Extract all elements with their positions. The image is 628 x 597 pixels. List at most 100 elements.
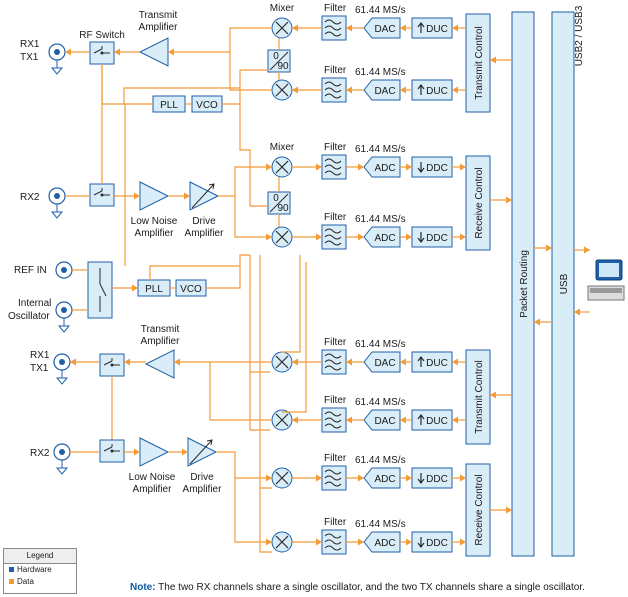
port-internal-osc-pin — [61, 307, 67, 313]
receive-control-1 — [465, 155, 491, 251]
row-rx1-i-mixer-label: Mixer — [270, 142, 295, 153]
port-ref-in-pin — [61, 267, 67, 273]
row-rx2-i-converter-label: ADC — [374, 474, 395, 485]
arrow-port3 — [70, 358, 76, 366]
drive-amplifier-2-arrow — [189, 439, 213, 465]
row-rx2-i-arrow-ctrl — [460, 474, 466, 482]
row-rx2-i-mixer-x — [275, 471, 289, 485]
arrow-txamp1 — [168, 48, 174, 56]
rf-switch-3-contact — [103, 358, 120, 366]
row-tx1-q-arrow-conv — [400, 86, 406, 94]
row-tx1-i-arrow-dsp — [452, 24, 458, 32]
usb-bus — [551, 11, 575, 557]
phase-shifter-tx1-diag — [269, 51, 289, 71]
phase-shifter-rx1-90: 90 — [277, 203, 289, 214]
row-tx1-q-arrow-dsp — [452, 86, 458, 94]
arrow-mix-rx2-q — [266, 538, 272, 546]
rf-switch-2-pivot — [100, 193, 104, 197]
arrow-mix-rx1-q — [266, 233, 272, 241]
wire-vco1-phase-rx — [239, 104, 268, 207]
row-tx2-q-rate-label: 61.44 MS/s — [355, 397, 406, 408]
wire-drive1-mix-i — [218, 166, 272, 197]
transmit-amp-label-1b: Amplifier — [139, 22, 179, 33]
data-swatch — [9, 579, 14, 585]
transmit-amplifier-2 — [144, 349, 175, 379]
wire-lo-tx2-q — [249, 372, 270, 431]
port-rx1-tx1-b-pin — [59, 359, 65, 365]
lna-label-1b: Amplifier — [135, 228, 175, 239]
legend-item-data: Data — [4, 576, 76, 588]
row-rx2-q-dsp-label: DDC — [426, 538, 448, 549]
row-tx1-i-mixer-x — [275, 21, 289, 35]
rx1-label-a: RX1 — [20, 39, 40, 50]
row-tx2-i-filter — [321, 349, 347, 375]
port-rx2-b-pin — [59, 449, 65, 455]
transmit-amp-label-2a: Transmit — [141, 324, 180, 335]
arrow-switch3 — [124, 358, 130, 366]
legend-data-label: Data — [17, 577, 34, 586]
arrow-pll2 — [132, 284, 138, 292]
wire-txamp1-mixer-i — [168, 27, 272, 53]
row-rx1-i-filter-label: Filter — [324, 142, 347, 153]
rx2-label-a: RX2 — [20, 192, 40, 203]
wire-lo-rx2-q — [259, 488, 272, 553]
transmit-amp-label-2b: Amplifier — [141, 336, 181, 347]
row-rx2-q-rate-label: 61.44 MS/s — [355, 519, 406, 530]
arrow-switch1 — [114, 48, 120, 56]
rf-switch-1-contact — [93, 46, 110, 54]
wire-lo-tx2-feed — [282, 255, 301, 353]
row-tx1-i-converter-label: DAC — [374, 24, 395, 35]
row-rx2-q-filter-label: Filter — [324, 517, 347, 528]
usb-pc-arrow-2 — [574, 308, 580, 316]
row-rx1-i-converter-label: ADC — [374, 163, 395, 174]
row-rx1-i-arrow-ctrl — [460, 163, 466, 171]
hardware-swatch — [9, 567, 14, 573]
row-tx1-i-filter-label: Filter — [324, 3, 347, 14]
drive-label-1b: Amplifier — [185, 228, 225, 239]
ctrl-bus-arrow-1 — [506, 196, 512, 204]
ref-in-label: REF IN — [14, 265, 47, 276]
row-tx2-i-filter-label: Filter — [324, 337, 347, 348]
row-rx1-q-arrow-dsp — [406, 233, 412, 241]
row-tx1-q-arrow-mix — [292, 86, 298, 94]
row-rx2-i-dsp-label: DDC — [426, 474, 448, 485]
row-tx2-q-arrow-dsp — [452, 416, 458, 424]
row-rx2-q-converter-label: ADC — [374, 538, 395, 549]
note: Note: The two RX channels share a single… — [130, 582, 585, 593]
ground-internal-osc — [57, 318, 71, 333]
row-rx1-q-arrow-ctrl — [460, 233, 466, 241]
row-rx1-q-rate-label: 61.44 MS/s — [355, 214, 406, 225]
row-tx2-i-filter-waves — [324, 353, 342, 371]
row-tx2-q-filter-waves — [324, 411, 342, 429]
wire-txamp2-mix-q — [209, 362, 272, 421]
row-rx2-i-arrow-dsp — [406, 474, 412, 482]
row-rx2-i-dsp-down-icon — [417, 473, 425, 484]
packet-routing-bus-label: Packet Routing — [519, 250, 530, 318]
arrow-mix-rx1-i — [266, 163, 272, 171]
receive-control-1-label: Receive Control — [474, 167, 485, 238]
row-tx2-q-converter-label: DAC — [374, 416, 395, 427]
row-rx1-i-filter-waves — [324, 158, 342, 176]
rx2-label-b: RX2 — [30, 448, 50, 459]
row-tx2-i-dsp-label: DUC — [426, 358, 448, 369]
rx1-label-b: RX1 — [30, 350, 50, 361]
row-rx2-i-arrow-conv — [358, 474, 364, 482]
row-tx2-q-dsp-up-icon — [417, 414, 425, 425]
drive-label-2a: Drive — [190, 472, 214, 483]
row-tx2-q-arrow-conv — [400, 416, 406, 424]
row-rx1-q-converter-label: ADC — [374, 233, 395, 244]
row-tx1-i-arrow-mix — [292, 24, 298, 32]
row-tx1-i-dsp-label: DUC — [426, 24, 448, 35]
ctrl-bus-arrow-3 — [506, 506, 512, 514]
row-rx1-i-arrow-conv — [358, 163, 364, 171]
tx1-label-a: TX1 — [20, 52, 39, 63]
rf-switch-label: RF Switch — [79, 30, 125, 41]
row-rx1-q-dsp-down-icon — [417, 232, 425, 243]
phase-shifter-tx1-90: 90 — [277, 61, 289, 72]
low-noise-amplifier-1 — [139, 181, 170, 211]
row-rx2-q-arrow-ctrl — [460, 538, 466, 546]
ground-rx1-tx1-a — [50, 60, 64, 75]
row-tx1-i-arrow-filt — [346, 24, 352, 32]
port-rx2-a-pin — [54, 193, 60, 199]
wire-vco1-phase — [222, 69, 268, 105]
